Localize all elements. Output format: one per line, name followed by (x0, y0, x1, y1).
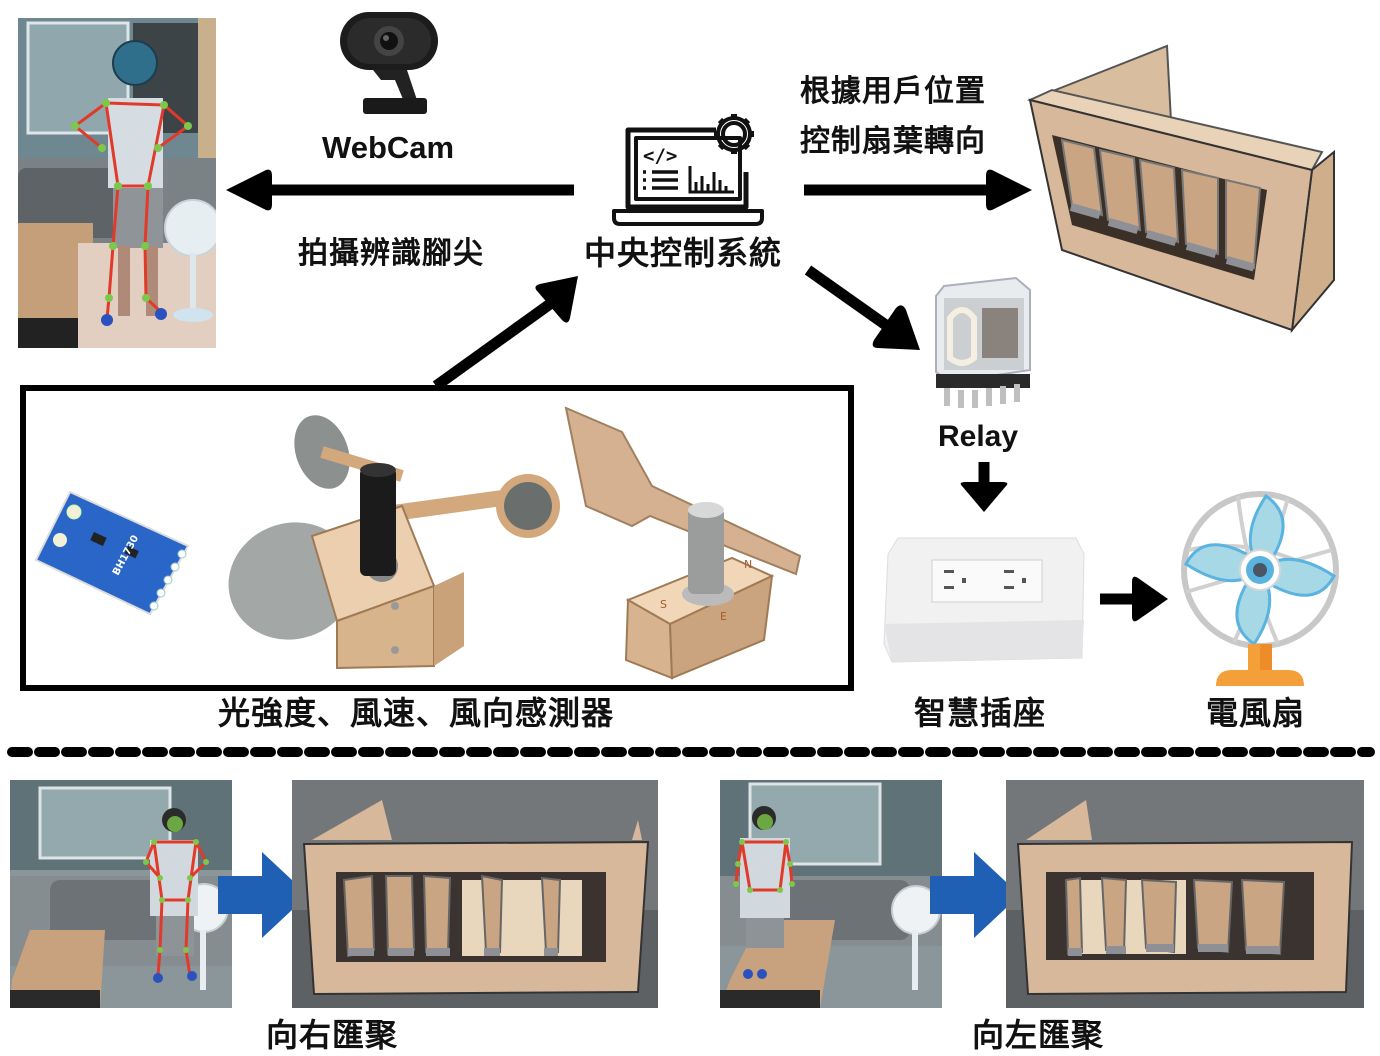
svg-text:E: E (720, 610, 727, 623)
laptop-gear-icon: </> (612, 114, 764, 226)
arrow-sensors-to-central (432, 276, 578, 391)
electric-fan-label: 電風扇 (1206, 694, 1306, 732)
arrow-socket-to-fan (1100, 576, 1168, 622)
light-sensor-bh1730: BH1730 (34, 490, 190, 616)
right-toe-marker (155, 308, 167, 320)
electric-fan-icon (1181, 491, 1339, 686)
capture-recognize-toes-label: 拍攝辨識腳尖 (298, 236, 484, 271)
webcam-label: WebCam (322, 130, 455, 165)
louver-box-photo (1026, 44, 1335, 334)
power-socket-icon (883, 537, 1085, 663)
central-control-system-label: 中央控制系統 (584, 234, 783, 272)
pose-detection-photo (18, 18, 216, 348)
louver-blades (1060, 138, 1262, 270)
arrow-central-to-relay (804, 265, 920, 350)
converge-left-label: 向左匯聚 (972, 1016, 1105, 1054)
converge-right-label: 向右匯聚 (266, 1016, 399, 1054)
example-left-pose-photo (720, 780, 942, 1008)
left-toe-marker (101, 314, 113, 326)
arrow-to-pose-photo (226, 169, 574, 211)
arrow-relay-to-socket (960, 462, 1008, 512)
blue-arrow-right-1 (218, 852, 308, 938)
section-divider (7, 747, 1375, 757)
pose-photo-scene (18, 18, 216, 348)
louver-control-label-line1: 根據用戶位置 (800, 74, 986, 109)
example-right-louver-photo (292, 780, 658, 1008)
pose-skeleton (74, 101, 189, 319)
sensors-label: 光強度、風速、風向感測器 (218, 694, 615, 732)
webcam-icon (340, 12, 438, 114)
example-right-pose-photo (10, 780, 232, 1008)
anemometer (228, 415, 560, 670)
svg-text:N: N (744, 558, 752, 571)
smart-socket-label: 智慧插座 (914, 694, 1047, 732)
louver-control-label-line2: 控制扇葉轉向 (800, 124, 986, 159)
svg-text:S: S (660, 598, 667, 611)
blue-arrow-right-2 (930, 852, 1020, 938)
arrow-to-louver (804, 169, 1032, 211)
face-blur-mask (112, 40, 158, 86)
example-left-louver-photo (1006, 780, 1364, 1008)
wind-vane: S N E (564, 406, 802, 680)
relay-icon (935, 276, 1031, 408)
relay-label: Relay (938, 420, 1019, 453)
pose-joints (71, 99, 192, 302)
svg-text:</>: </> (643, 145, 677, 167)
